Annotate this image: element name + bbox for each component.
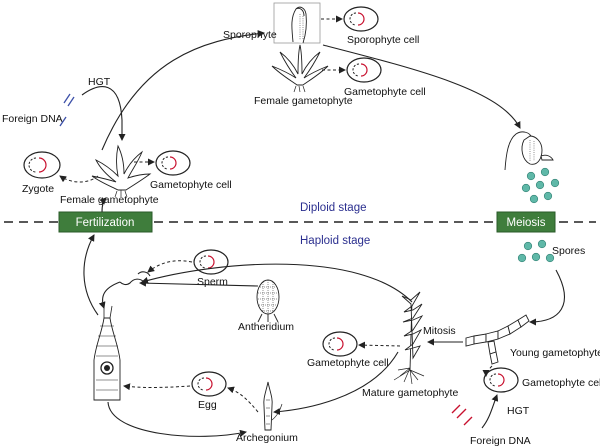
gametophyte-cell-mid-label: Gametophyte cell [307,357,389,369]
gametophyte-cell-top-label: Gametophyte cell [344,86,426,98]
arrow-mature-to-antheridium [141,263,413,303]
arrow-sperm-to-archegonium [98,281,121,309]
female-gametophyte-top-illustration [271,44,329,93]
antheridium-illustration [256,279,280,323]
hgt-top-label: HGT [88,76,111,88]
egg-label: Egg [198,399,217,411]
arrow-mature-to-archegonium [273,351,399,416]
arrow-cycle-bottom [107,401,247,437]
arrow-sperm-cell [147,260,193,273]
sperm-cell [193,249,229,275]
antheridium-label: Antheridium [238,321,294,333]
archegonium-illustration [263,381,283,431]
gametophyte-cell-right [483,367,519,393]
gametophyte-cell-top [346,57,382,83]
arrow-to-gametophyte-cell-mid [358,341,401,349]
gametophyte-cell-left-label: Gametophyte cell [150,179,232,191]
mature-gametophyte-label: Mature gametophyte [362,387,458,399]
zygote-cell [23,151,61,179]
arrow-to-sporophyte [101,30,265,151]
mitosis-label: Mitosis [423,325,456,337]
arrow-egg-to-archegonium [123,383,191,391]
arrow-to-gametophyte-cell-right [482,365,493,377]
female-gametophyte-left-illustration [91,144,152,198]
sperm-label: Sperm [197,276,228,288]
arrow-antheridium-to-sperm [139,279,259,287]
hgt-bottom-label: HGT [507,405,530,417]
mature-gametophyte-illustration [393,291,425,385]
arrow-to-egg-cell [227,386,259,413]
egg-cell [191,371,227,397]
zygote-label: Zygote [22,183,54,195]
fertilized-archegonium-illustration [93,305,121,401]
fertilization-box: Fertilization [58,211,153,233]
hgt-top-arrow [81,86,126,141]
hgt-bottom-arrow [481,394,499,429]
spores-falling [521,167,560,204]
meiosis-box: Meiosis [496,211,556,233]
young-gametophyte-label: Young gametophyte [510,347,600,359]
arrow-fertilization-up [99,197,107,213]
foreign-dna-bottom-fragments [451,404,473,426]
sporophyte-illustration [273,2,321,44]
haploid-stage-label: Haploid stage [300,235,370,247]
foreign-dna-top-label: Foreign DNA [2,113,63,125]
arrow-archegonium-to-fertilization [83,234,99,316]
female-gametophyte-left-label: Female gametophyte [60,194,159,206]
foreign-dna-bottom-label: Foreign DNA [470,435,531,447]
capsule-illustration [504,131,554,171]
gametophyte-cell-right-label: Gametophyte cell [522,377,600,389]
foreign-dna-top-fragments [59,93,75,127]
spores-label: Spores [552,245,585,257]
female-gametophyte-top-label: Female gametophyte [254,95,353,107]
archegonium-label: Archegonium [236,432,298,444]
fertilization-label: Fertilization [76,217,135,229]
sporophyte-cell [343,6,379,32]
meiosis-label: Meiosis [507,217,546,229]
sporophyte-cell-label: Sporophyte cell [347,34,419,46]
young-gametophyte-illustration [465,314,530,365]
arrow-to-capsule [322,44,521,129]
spores-haploid [517,239,555,263]
gametophyte-cell-left [155,150,191,176]
gametophyte-cell-mid [322,331,358,357]
diploid-stage-label: Diploid stage [300,202,366,214]
arrow-to-zygote [59,175,99,183]
arrow-to-young-gametophyte [529,269,565,326]
